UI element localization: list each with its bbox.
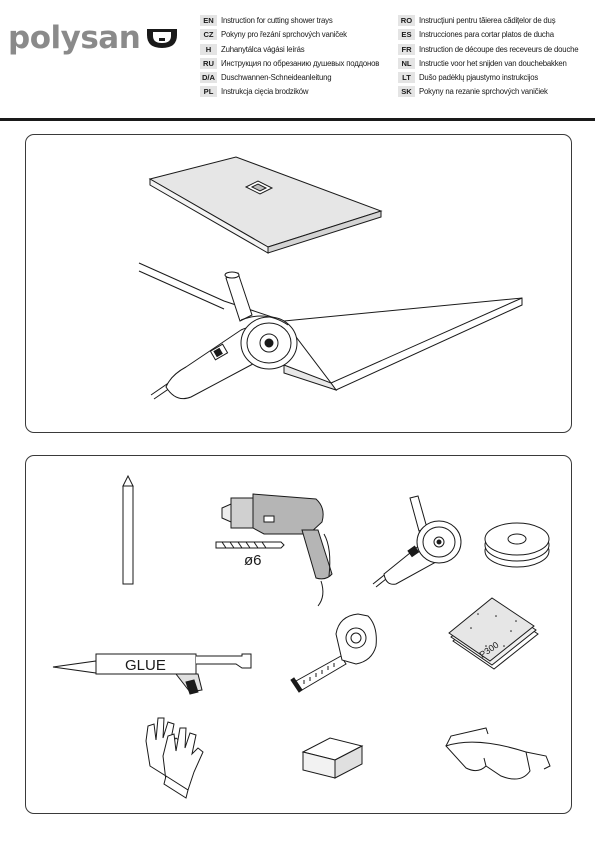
drill-icon (215, 493, 333, 607)
cutting-illustration (138, 156, 523, 400)
language-code: NL (398, 57, 415, 69)
language-title: Instruction for cutting shower trays (221, 16, 333, 25)
pencil-icon (122, 474, 134, 585)
language-title: Duschwannen-Schneideanleitung (221, 73, 332, 83)
language-title: Pokyny na rezanie sprchových vaničiek (419, 87, 548, 97)
language-row: CZ Pokyny pro řezání sprchových vaniček (200, 28, 379, 41)
shower-tray-logo-icon (147, 29, 178, 48)
language-title: Instrucțiuni pentru tăierea cădițelor de… (419, 16, 556, 25)
language-code: ES (398, 29, 415, 41)
tools-illustration: ø6 (52, 474, 551, 799)
language-row: RU Инструкция по обрезанию душевых поддо… (200, 57, 379, 70)
tools-panel: ø6 (25, 455, 572, 814)
language-code: FR (398, 43, 415, 55)
language-title: Pokyny pro řezání sprchových vaniček (221, 30, 347, 40)
board-illustration (138, 262, 523, 391)
language-title: Instruction de découpe des receveurs de … (419, 44, 579, 54)
language-row: NL Instructie voor het snijden van douch… (398, 57, 578, 70)
language-code: SK (398, 86, 415, 98)
language-row: PL Instrukcja cięcia brodzików (200, 85, 379, 98)
language-row: FR Instruction de découpe des receveurs … (398, 43, 579, 56)
language-list-right: RO Instrucțiuni pentru tăierea cădițelor… (398, 14, 579, 100)
brand-name: polysan (8, 20, 141, 56)
sanding-block-icon (301, 737, 364, 779)
language-title: Dušo padėklų pjaustymo instrukcijos (419, 73, 539, 83)
safety-glasses-icon (445, 727, 551, 780)
language-title: Instrukcja cięcia brodzików (221, 87, 309, 97)
language-row: D/A Duschwannen-Schneideanleitung (200, 71, 379, 84)
glue-gun-icon (52, 653, 252, 695)
gloves-icon (145, 717, 204, 799)
brand-logo: polysan (8, 18, 178, 58)
language-code: CZ (200, 29, 217, 41)
language-title: Instrucciones para cortar platos de duch… (419, 30, 554, 40)
language-row: RO Instrucțiuni pentru tăierea cădițelor… (398, 14, 578, 27)
sandpaper-icon (448, 597, 539, 670)
language-code: RU (200, 57, 217, 69)
language-row: EN Instruction for cutting shower trays (200, 14, 379, 27)
language-code: PL (200, 86, 217, 98)
language-code: RO (398, 15, 415, 26)
language-code: D/A (200, 72, 217, 84)
language-row: LT Dušo padėklų pjaustymo instrukcijos (398, 71, 578, 84)
cutting-discs-icon (484, 522, 550, 568)
language-row: H Zuhanytálca vágási leírás (200, 43, 379, 56)
cutting-illustration-panel (25, 134, 572, 433)
language-title: Инструкция по обрезанию душевых поддонов (221, 58, 380, 68)
language-title: Instructie voor het snijden van doucheba… (419, 58, 567, 68)
drill-bit-size-label: ø6 (244, 552, 262, 569)
language-row: SK Pokyny na rezanie sprchových vaničiek (398, 85, 578, 98)
language-list-left: EN Instruction for cutting shower trays … (200, 14, 379, 100)
shower-tray-illustration (148, 156, 383, 254)
tape-measure-icon (290, 613, 377, 693)
language-code: LT (398, 72, 415, 84)
language-code: EN (200, 15, 217, 26)
angle-grinder-icon (372, 495, 462, 588)
angle-grinder-illustration (150, 271, 298, 400)
language-row: ES Instrucciones para cortar platos de d… (398, 28, 578, 41)
glue-label: GLUE (125, 657, 166, 674)
header-divider (0, 118, 595, 121)
language-title: Zuhanytálca vágási leírás (221, 44, 305, 54)
language-code: H (200, 43, 217, 55)
